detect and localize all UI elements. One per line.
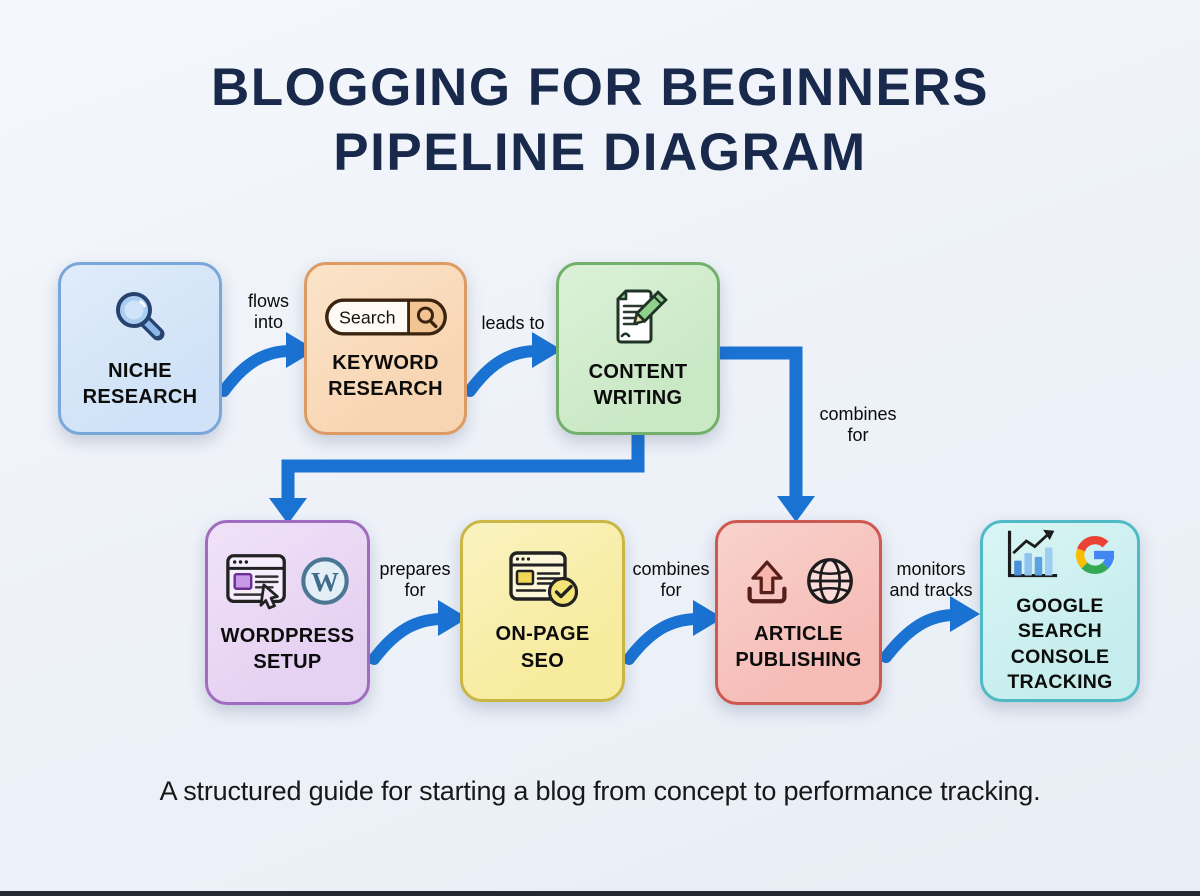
edge-label-flows-into: flows into	[247, 291, 289, 333]
node-label-niche-research: NICHE RESEARCH	[82, 359, 198, 408]
caption: A structured guide for starting a blog f…	[159, 776, 1041, 806]
node-label-wordpress-setup: WORDPRESS SETUP	[220, 624, 355, 673]
magnifier-icon	[116, 291, 165, 341]
node-label-content-writing: CONTENT WRITING	[588, 360, 688, 409]
node-label-keyword-research: KEYWORD RESEARCH	[328, 351, 443, 400]
arrow-onpage-to-article	[623, 600, 723, 665]
upload-icon	[747, 560, 787, 604]
bar-chart-icon	[1007, 529, 1057, 577]
node-article-publishing: ARTICLE PUBLISHING	[715, 520, 882, 705]
document-pencil-icon	[616, 289, 668, 344]
edge-label-prepares-for: prepares for	[379, 559, 451, 601]
edge-label-combines-for-mid: combines for	[632, 559, 710, 601]
node-niche-research: NICHE RESEARCH	[58, 262, 222, 435]
search-bar-text: Search	[339, 307, 396, 327]
edge-label-leads-to: leads to	[481, 313, 545, 333]
node-label-onpage-seo: ON-PAGE SEO	[495, 623, 590, 672]
arrow-content-to-wordpress	[269, 432, 645, 524]
node-google-search-console-tracking: GOOGLE SEARCH CONSOLE TRACKING	[980, 520, 1140, 702]
bottom-edge-bar	[0, 891, 1200, 896]
edge-label-combines-for-right: combines for	[819, 404, 897, 446]
wordpress-logo-letter: W	[311, 567, 339, 598]
arrow-niche-to-keyword	[218, 332, 316, 397]
arrow-wordpress-to-onpage	[368, 600, 468, 665]
page-title-line1: BLOGGING FOR BEGINNERS	[211, 58, 989, 117]
node-keyword-research: Search KEYWORD RESEARCH	[304, 262, 467, 435]
wordpress-logo-icon: W	[301, 556, 349, 605]
node-content-writing: CONTENT WRITING	[556, 262, 720, 435]
arrow-keyword-to-content	[464, 332, 562, 397]
node-label-article-publishing: ARTICLE PUBLISHING	[735, 622, 862, 671]
node-label-gsc-tracking: GOOGLE SEARCH CONSOLE TRACKING	[1007, 594, 1113, 693]
page-title-line2: PIPELINE DIAGRAM	[333, 122, 867, 182]
globe-icon	[807, 557, 853, 604]
node-onpage-seo: ON-PAGE SEO	[460, 520, 625, 702]
arrow-article-to-gsc	[880, 596, 980, 663]
search-bar-icon: Search	[324, 298, 447, 336]
node-wordpress-setup: W WORDPRESS SETUP	[205, 520, 370, 705]
browser-cursor-icon	[226, 553, 286, 609]
arrow-content-to-article	[719, 346, 815, 522]
page-title: BLOGGING FOR BEGINNERS PIPELINE DIAGRAM	[0, 56, 1200, 185]
google-g-icon	[1075, 535, 1114, 574]
edge-label-monitors-and-tracks: monitors and tracks	[889, 559, 973, 601]
page-check-icon	[508, 551, 578, 608]
